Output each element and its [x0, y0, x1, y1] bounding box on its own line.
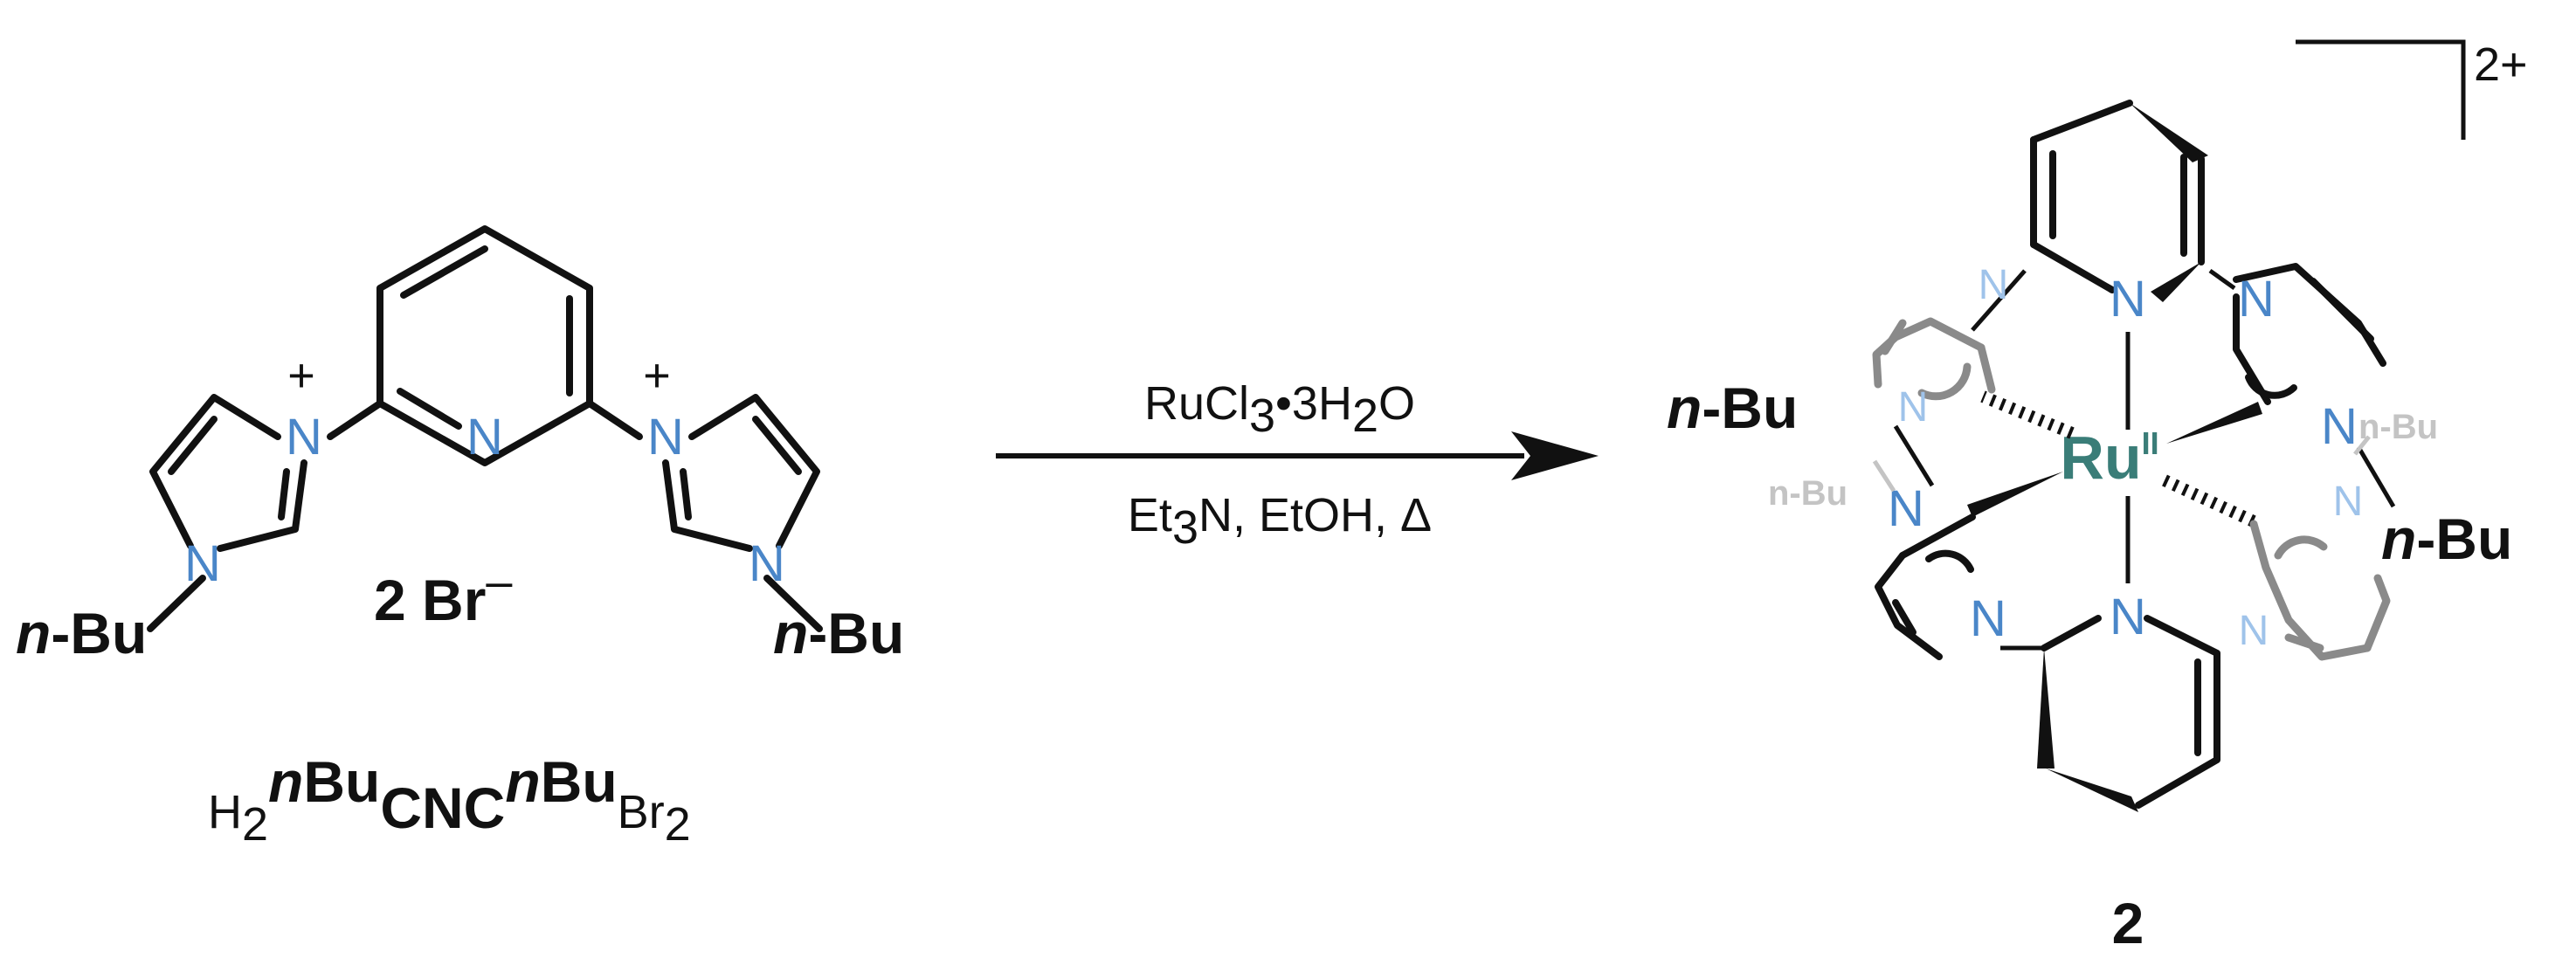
n-bottom-left-front-2: N: [1970, 590, 2006, 647]
reagent-bottom: Et3N, EtOH, Δ: [1128, 489, 1432, 554]
ligand-structure: N N N N N + + n-Bu n-Bu 2 Br– H2nBuCNCnB…: [16, 225, 904, 851]
pyridine-top: [2030, 100, 2208, 302]
pyridine-n-label: N: [466, 409, 503, 465]
arrow-head: [1511, 431, 1599, 480]
nbu-product-left: n-Bu: [1667, 376, 1798, 440]
imidazolium-left: [147, 394, 307, 632]
nbu-product-right: n-Bu: [2381, 507, 2512, 571]
plus-charge-left: +: [287, 349, 315, 402]
bond-nbu-right-back: [2353, 435, 2371, 456]
carbene-top-left-back: [1872, 269, 2027, 401]
nbu-product-left-back: n-Bu: [1768, 474, 1847, 513]
n-pyridine-bottom: N: [2110, 589, 2146, 645]
im-n3-right-label: N: [749, 535, 785, 592]
ligand-formula: H2nBuCNCnBuBr2: [208, 749, 691, 851]
compound-number: 2: [2112, 891, 2144, 955]
charge-bracket: [2296, 39, 2466, 140]
n-top-right-front: N: [2238, 271, 2275, 327]
n-top-right-front-2: N: [2321, 398, 2358, 455]
carbene-bottom-right-back: [2249, 520, 2391, 661]
bond-py-im-left: [327, 400, 383, 440]
ru-coordination-bonds: [1967, 332, 2262, 583]
bond-nbu-left-back: [1872, 459, 1896, 493]
nbu-left-label: n-Bu: [16, 601, 147, 665]
n-top-left-back-2: N: [1898, 384, 1929, 431]
nbu-product-right-back: n-Bu: [2358, 408, 2438, 446]
counterion-label: 2 Br–: [374, 555, 512, 632]
reaction-arrow: [996, 431, 1599, 480]
im-n1-right-label: N: [647, 409, 684, 465]
im-n3-left-label: N: [184, 535, 221, 592]
plus-charge-right: +: [643, 349, 671, 402]
bond-nbu-left-front: [1893, 424, 1935, 487]
pyridine-bottom: [2037, 615, 2220, 812]
ruthenium-atom: RuII: [2060, 424, 2158, 492]
n-bottom-right-back: N: [2239, 608, 2269, 654]
n-top-left-back: N: [1979, 262, 2009, 308]
n-pyridine-top: N: [2110, 271, 2146, 327]
complex-charge: 2+: [2474, 38, 2528, 91]
bond-py-im-right: [586, 400, 643, 440]
n-bottom-right-back-2: N: [2333, 479, 2364, 525]
imidazolium-right: [662, 394, 823, 632]
product-complex: 2+ RuII: [1667, 38, 2528, 955]
nbu-right-label: n-Bu: [773, 601, 904, 665]
carbene-top-right-front: [2208, 263, 2386, 405]
bond-nbu-right-front: [2356, 445, 2396, 508]
im-n1-left-label: N: [286, 409, 322, 465]
carbene-bottom-left-front: [1875, 514, 2042, 660]
reagent-top: RuCl3•3H2O: [1144, 377, 1415, 442]
